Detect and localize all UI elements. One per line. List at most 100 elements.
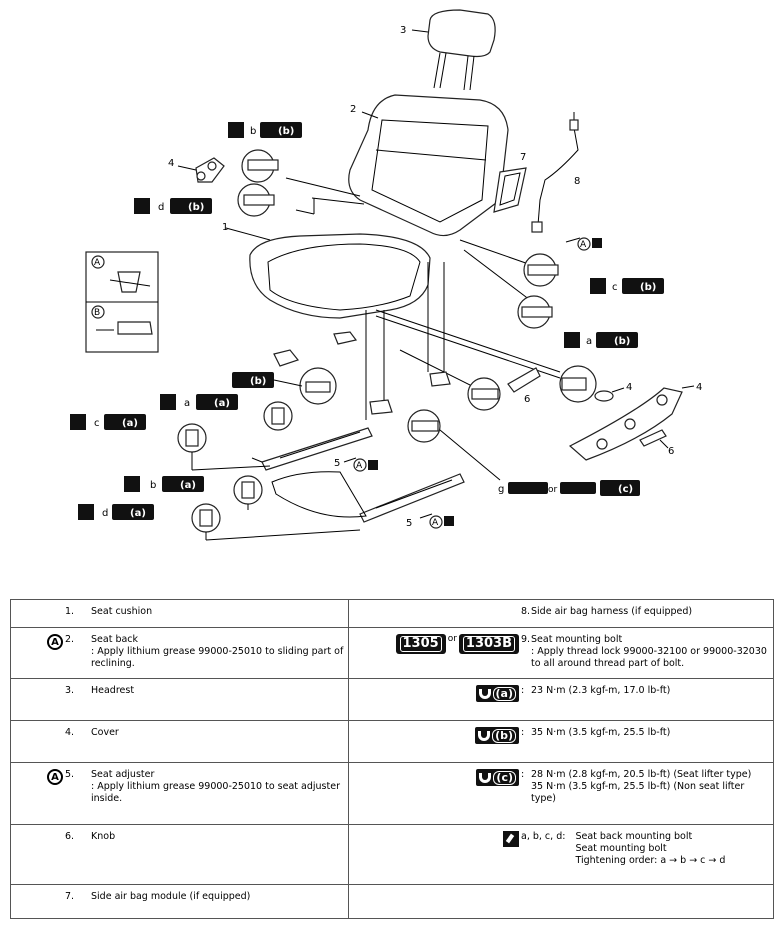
callout-seat-back: 2 xyxy=(350,104,356,115)
item-description: Seat adjuster : Apply lithium grease 990… xyxy=(91,769,340,804)
legend-row-1: 1. Seat cushion 8. Side air bag harness … xyxy=(10,599,774,628)
item-description: Side air bag harness (if equipped) xyxy=(531,606,693,617)
bolt-order-icon xyxy=(503,831,519,847)
callout-cover-right-a: 4 xyxy=(696,382,702,393)
torque-label-b-left: b (a) xyxy=(124,476,204,492)
item-number: 7. xyxy=(65,891,75,902)
torque-label-a-mid: a (a) xyxy=(160,394,238,410)
seat-back: 2 xyxy=(348,94,509,237)
item-number: : xyxy=(521,685,525,696)
item-number: : xyxy=(521,769,525,780)
callout-cover-right-b: 4 xyxy=(626,382,632,393)
legend-cell-left: A 5. Seat adjuster : Apply lithium greas… xyxy=(10,762,349,825)
legend-cell-left: 3. Headrest xyxy=(10,678,349,721)
torque-label-d-left: d (a) xyxy=(78,504,154,520)
torque-icon: (a) xyxy=(475,685,519,702)
item-number: 6. xyxy=(65,831,75,842)
bolt-letter-d-left: d xyxy=(102,508,108,519)
airbag-harness: 8 xyxy=(531,112,580,233)
seat-adjuster-lower: 5 xyxy=(271,471,465,529)
item-description: Seat back mounting bolt Seat mounting bo… xyxy=(575,831,726,866)
legend-cell-right-empty xyxy=(348,884,774,919)
torque-b-top: (b) xyxy=(278,126,294,137)
item-description: Side air bag module (if equipped) xyxy=(91,891,251,902)
inset-label-a: A xyxy=(94,258,101,268)
legend-row-2: A 2. Seat back : Apply lithium grease 99… xyxy=(10,627,774,679)
item-number: 9. xyxy=(521,634,531,645)
torque-b-plain: (b) xyxy=(250,376,266,387)
item-description: 28 N·m (2.8 kgf-m, 20.5 lb-ft) (Seat lif… xyxy=(531,769,752,804)
callout-knob-a: 6 xyxy=(524,394,530,405)
legend-cell-right: a, b, c, d: Seat back mounting bolt Seat… xyxy=(348,824,774,885)
item-description: Seat mounting bolt : Apply thread lock 9… xyxy=(531,634,767,669)
bolt-letter-b-left: b xyxy=(150,480,156,491)
inset-label-b: B xyxy=(94,308,100,318)
legend-row-5: A 5. Seat adjuster : Apply lithium greas… xyxy=(10,762,774,825)
torque-label-a-right: a (b) xyxy=(564,332,638,348)
torque-c-bottom: (c) xyxy=(618,484,633,495)
cover-left: 4 xyxy=(168,157,225,183)
thread-lock-icon: 1303B xyxy=(458,634,519,654)
torque-icon: (c) xyxy=(476,769,519,786)
legend-cell-left: A 2. Seat back : Apply lithium grease 99… xyxy=(10,627,349,679)
legend-cell-right: (c) : 28 N·m (2.8 kgf-m, 20.5 lb-ft) (Se… xyxy=(348,762,774,825)
or-text: or xyxy=(447,634,457,644)
callout-cover-left: 4 xyxy=(168,158,174,169)
grease-mark-adjuster-lower: A xyxy=(419,513,454,529)
grease-letter-3: A xyxy=(432,518,439,528)
callout-knob-b: 6 xyxy=(668,446,674,457)
item-description: 35 N·m (3.5 kgf-m, 25.5 lb-ft) xyxy=(531,727,671,738)
bolt-letter-c-right: c xyxy=(612,282,618,293)
torque-icon: (b) xyxy=(475,727,519,744)
item-number: 5. xyxy=(65,769,75,780)
item-number: a, b, c, d: xyxy=(521,831,566,842)
item-number: : xyxy=(521,727,525,738)
side-airbag-module: 7 xyxy=(493,152,527,213)
torque-d-top: (b) xyxy=(188,202,204,213)
thread-lock-letter: g xyxy=(498,484,504,495)
torque-label-b-top: b (b) xyxy=(228,122,302,138)
diagram-svg: 3 2 7 8 1 4 A xyxy=(70,9,702,541)
item-number: 1. xyxy=(65,606,75,617)
torque-label-c-right: c (b) xyxy=(590,278,664,294)
callout-harness: 8 xyxy=(574,176,580,187)
torque-label-c-bottom: g or (c) xyxy=(498,480,640,496)
right-cover-assembly: 4 4 6 xyxy=(568,382,702,461)
legend-cell-right: (a) : 23 N·m (2.3 kgf-m, 17.0 lb-ft) xyxy=(348,678,774,721)
item-description: Cover xyxy=(91,727,119,738)
knob-mid: 6 xyxy=(507,367,541,405)
item-number: 2. xyxy=(65,634,75,645)
item-description: Knob xyxy=(91,831,116,842)
torque-c-left: (a) xyxy=(122,418,138,429)
bolt-letter-d-top: d xyxy=(158,202,164,213)
torque-a-mid: (a) xyxy=(214,398,230,409)
torque-label-c-left: c (a) xyxy=(70,414,146,430)
item-number: 8. xyxy=(521,606,531,617)
grease-mark-adjuster-upper: A xyxy=(343,457,378,472)
torque-label-b-plain: (b) xyxy=(232,372,303,388)
legend-row-6: 6. Knob a, b, c, d: Seat back mounting b… xyxy=(10,824,774,885)
legend-cell-left: 6. Knob xyxy=(10,824,349,885)
item-description: Seat cushion xyxy=(91,606,153,617)
torque-a-right: (b) xyxy=(614,336,630,347)
callout-airbag-module: 7 xyxy=(520,152,526,163)
torque-b-left: (a) xyxy=(180,480,196,491)
bolt-letter-a-mid: a xyxy=(184,398,190,409)
callout-headrest: 3 xyxy=(400,25,406,36)
legend-cell-right: 1305 or 1303B 9. Seat mounting bolt : Ap… xyxy=(348,627,774,679)
legend-row-4: 4. Cover (b) : 35 N·m (3.5 kgf-m, 25.5 l… xyxy=(10,720,774,763)
bolt-letter-a-right: a xyxy=(586,336,592,347)
bracket-parts xyxy=(273,331,451,415)
grease-letter-2: A xyxy=(356,461,363,471)
torque-d-left: (a) xyxy=(130,508,146,519)
callout-adjuster-b: 5 xyxy=(406,518,412,529)
seat-cushion: 1 xyxy=(222,222,431,319)
thread-lock-icon: 1305 xyxy=(395,634,446,654)
torque-c-right: (b) xyxy=(640,282,656,293)
grease-letter-1: A xyxy=(580,240,587,250)
seat-adjuster-upper: 5 xyxy=(251,427,373,471)
item-description: Seat back : Apply lithium grease 99000-2… xyxy=(91,634,344,669)
legend-row-3: 3. Headrest (a) : 23 N·m (2.3 kgf-m, 17.… xyxy=(10,678,774,721)
exploded-seat-diagram: 3 2 7 8 1 4 A xyxy=(70,9,702,541)
callout-adjuster-a: 5 xyxy=(334,458,340,469)
